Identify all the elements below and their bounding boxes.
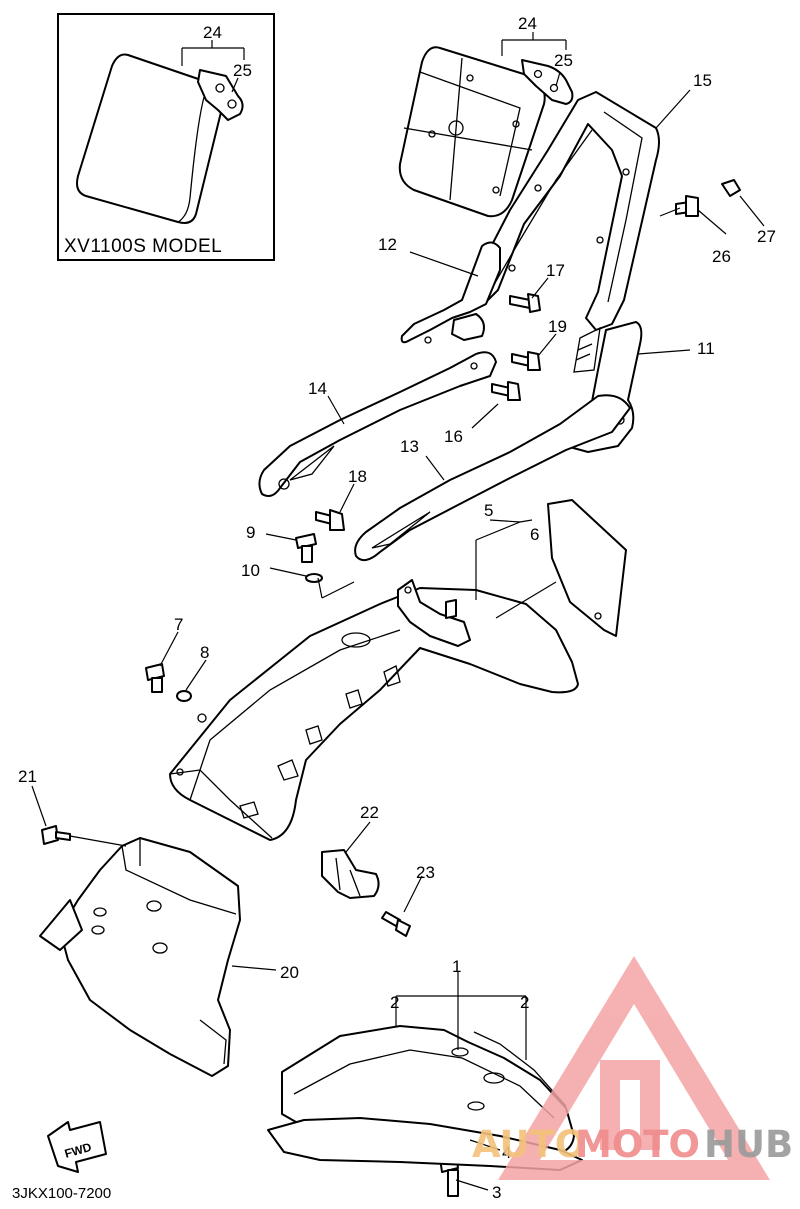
- callout-3: 3: [492, 1183, 501, 1202]
- bolt-18: [315, 509, 345, 531]
- leader-lines: [31, 89, 765, 1191]
- inset-bracket: [197, 69, 244, 121]
- watermark-hub: HUB: [704, 1123, 793, 1166]
- callout-26: 26: [712, 247, 731, 266]
- watermark-moto: MOTO: [575, 1123, 700, 1166]
- callout-19: 19: [548, 317, 567, 336]
- bolt-23: [381, 911, 411, 937]
- callout-14: 14: [308, 379, 327, 398]
- nut-27: [721, 179, 741, 197]
- rear-fender: [169, 587, 579, 841]
- diagram-code: 3JKX100-7200: [12, 1185, 111, 1202]
- callout-23: 23: [416, 863, 435, 882]
- fender-bracket: [397, 579, 471, 647]
- watermark-text: AUTO MOTO HUB: [472, 1123, 793, 1166]
- callout-10: 10: [241, 561, 260, 580]
- inset-model-label: XV1100S MODEL: [64, 236, 222, 257]
- callout-2: 2: [520, 993, 529, 1012]
- inner-fender: [39, 837, 241, 1077]
- callout-7: 7: [174, 615, 183, 634]
- watermark-auto: AUTO: [472, 1123, 586, 1166]
- callout-15: 15: [693, 71, 712, 90]
- callout-9: 9: [246, 523, 255, 542]
- grab-rail-left: [258, 351, 497, 497]
- callout-27: 27: [757, 227, 776, 246]
- callout-18: 18: [348, 467, 367, 486]
- callout-16: 16: [444, 427, 463, 446]
- callout-6: 6: [530, 525, 539, 544]
- callout-17: 17: [546, 261, 565, 280]
- callout-24: 24: [203, 23, 222, 42]
- bolt-16: [491, 381, 521, 401]
- callout-20: 20: [280, 963, 299, 982]
- backrest-bracket: [521, 59, 574, 105]
- bolt-21: [41, 825, 71, 845]
- bolt-17: [509, 293, 541, 313]
- callout-25: 25: [554, 51, 573, 70]
- callout-11: 11: [697, 339, 715, 358]
- callout-12: 12: [378, 235, 397, 254]
- grab-rail-right: [354, 394, 631, 562]
- callout-5: 5: [484, 501, 493, 520]
- washer-10: [305, 573, 323, 583]
- bolt-26: [675, 195, 699, 217]
- tail-bracket: [321, 849, 380, 899]
- callout-8: 8: [200, 643, 209, 662]
- bolt-19: [511, 351, 541, 371]
- callout-1: 1: [452, 957, 461, 976]
- inset-callouts: 24 25: [181, 23, 252, 93]
- inset-box: 24 25 XV1100S MODEL: [57, 13, 275, 261]
- bolt-7: [145, 663, 165, 693]
- bolt-9: [295, 533, 317, 563]
- callout-24: 24: [518, 14, 537, 33]
- callout-13: 13: [400, 437, 419, 456]
- fender-flap: [547, 499, 627, 637]
- front-fender: [267, 1025, 583, 1171]
- side-bracket-left: [400, 241, 501, 344]
- watermark-logo: [498, 956, 770, 1180]
- callout-21: 21: [18, 767, 37, 786]
- fwd-arrow: FWD: [47, 1121, 107, 1173]
- callout-4: 4: [502, 1143, 511, 1162]
- callout-22: 22: [360, 803, 379, 822]
- washer-8: [176, 690, 192, 702]
- callout-2: 2: [390, 993, 399, 1012]
- callout-25: 25: [233, 61, 252, 80]
- callout-numbers: 15 26 27 12 17 19 11 14 16 13 18 5 6 9 1…: [18, 71, 776, 1202]
